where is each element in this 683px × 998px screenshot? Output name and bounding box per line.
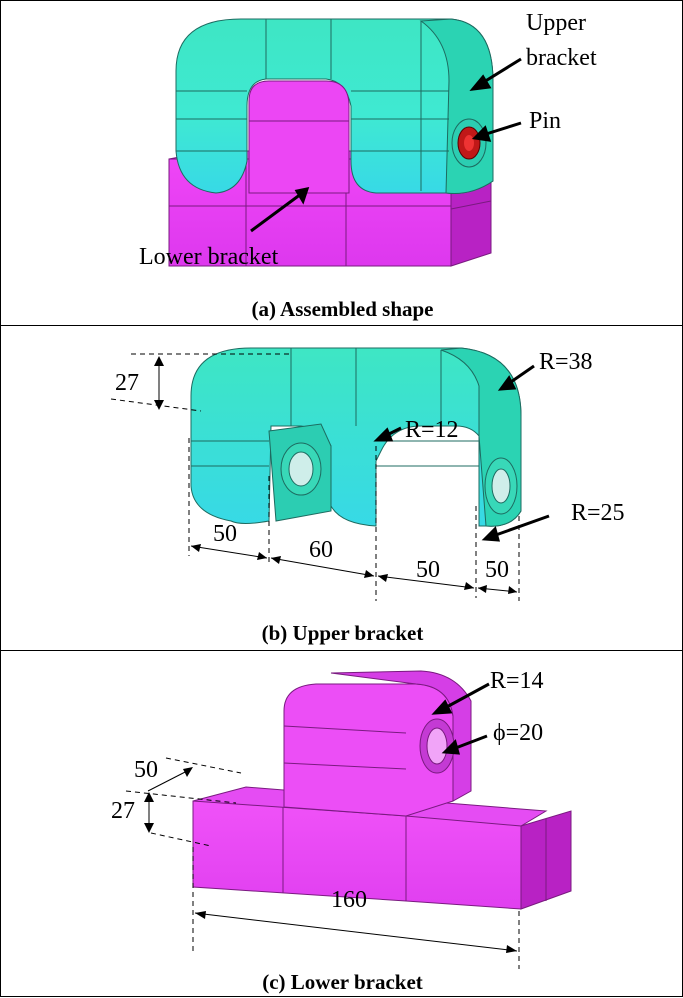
dimension-lines bbox=[110, 353, 520, 601]
panel-upper-bracket: 27 R=38 R=12 R=25 50 60 50 50 (b) Upper … bbox=[0, 325, 683, 651]
dim-50-right: 50 bbox=[485, 557, 509, 583]
assembled-drawing bbox=[168, 18, 522, 267]
caption-assembled: (a) Assembled shape bbox=[251, 297, 434, 321]
label-r12: R=12 bbox=[405, 417, 459, 443]
dimension-lines bbox=[125, 757, 520, 969]
dim-length-160: 160 bbox=[331, 887, 367, 913]
upper-bracket-drawing bbox=[110, 347, 550, 601]
callout-arrows bbox=[373, 364, 550, 542]
dimension-arrowheads bbox=[154, 356, 517, 594]
panel-assembled: Upper bracket Pin Lower bracket (a) Asse… bbox=[0, 0, 683, 326]
lower-bracket-drawing bbox=[125, 670, 572, 969]
dim-60: 60 bbox=[309, 537, 333, 563]
lower-bracket-body bbox=[192, 670, 572, 910]
caption-upper-bracket: (b) Upper bracket bbox=[261, 621, 424, 645]
label-phi20: ϕ=20 bbox=[493, 720, 544, 746]
label-upper-line2: bracket bbox=[526, 45, 597, 71]
caption-lower-bracket: (c) Lower bracket bbox=[262, 970, 423, 994]
label-r38: R=38 bbox=[539, 349, 593, 375]
panel-lower-bracket: R=14 ϕ=20 50 27 160 (c) Lower bracket bbox=[0, 650, 683, 997]
label-r25: R=25 bbox=[571, 500, 625, 526]
label-pin: Pin bbox=[529, 108, 562, 134]
dim-height-27: 27 bbox=[115, 370, 139, 396]
dimension-arrowheads bbox=[144, 767, 517, 953]
dim-depth-50: 50 bbox=[134, 757, 158, 783]
upper-bracket-body bbox=[190, 347, 522, 527]
dim-50-mid: 50 bbox=[416, 557, 440, 583]
dim-50-left: 50 bbox=[213, 521, 237, 547]
pin-shape bbox=[451, 118, 487, 168]
label-lower-bracket: Lower bracket bbox=[139, 244, 279, 270]
lower-bracket-upright bbox=[248, 80, 350, 194]
label-upper-line1: Upper bbox=[526, 10, 586, 36]
callout-arrows bbox=[431, 682, 490, 755]
annotation-arrows bbox=[250, 57, 522, 233]
dim-height-27: 27 bbox=[111, 798, 135, 824]
label-r14: R=14 bbox=[490, 668, 544, 694]
